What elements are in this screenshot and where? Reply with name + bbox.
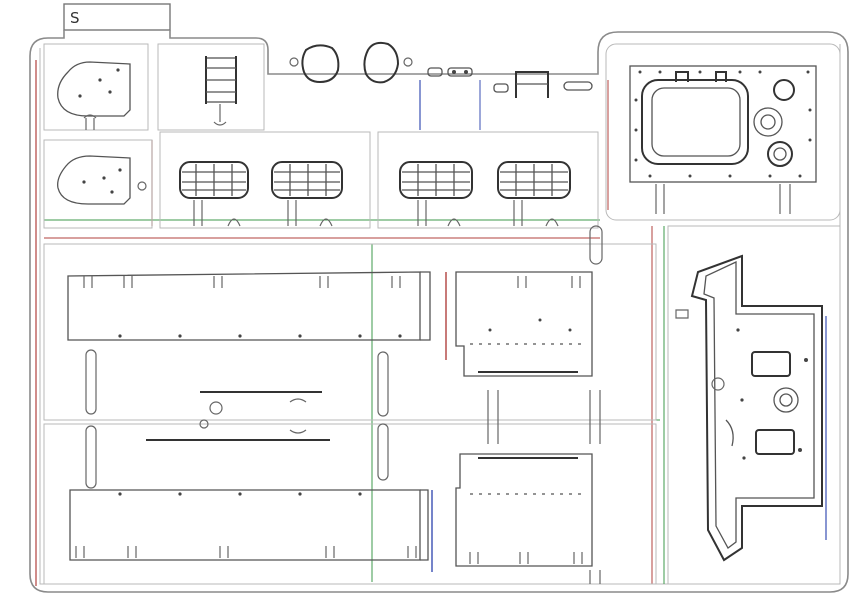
loop-part-1 [289, 44, 340, 84]
hull-side-panel-part [675, 254, 823, 562]
hatch-panel-part [629, 65, 817, 214]
oval-tub-part-lower [57, 155, 147, 205]
grille-part-1 [179, 161, 249, 227]
bracket-part [515, 71, 593, 98]
grille-part-3 [399, 161, 473, 227]
loop-part-2 [363, 41, 413, 84]
runner-capsules [85, 225, 603, 584]
hatch-panel-rivets [634, 70, 812, 178]
panel-lower-tabs [75, 546, 417, 558]
grille-part-4 [497, 161, 571, 227]
rod-parts [146, 391, 330, 441]
panel-upper-tabs [83, 276, 401, 288]
oval-tub-part-upper [57, 61, 131, 130]
short-panel-upper [455, 271, 593, 377]
small-fitting-parts [427, 67, 509, 93]
top-row-compartments [43, 43, 841, 229]
ladder-part [205, 56, 237, 126]
long-side-panel-upper [67, 271, 431, 341]
middle-compartments [43, 225, 841, 585]
short-panel-lower [455, 453, 593, 567]
grille-part-2 [271, 161, 343, 227]
long-side-panel-lower [69, 489, 429, 561]
sprue-tag: S [63, 3, 171, 31]
outer-frame [29, 30, 849, 593]
sprue-tag-letter: S [70, 9, 80, 27]
